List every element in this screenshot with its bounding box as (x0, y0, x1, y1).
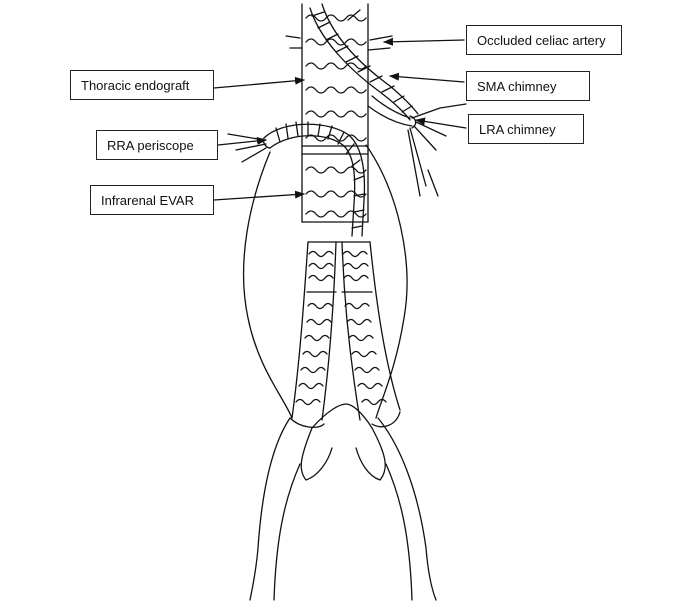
label-infrarenal-evar: Infrarenal EVAR (90, 185, 214, 215)
label-thoracic-endograft: Thoracic endograft (70, 70, 214, 100)
renal-branch-right-4 (409, 127, 427, 187)
left-iliac-outline (249, 417, 291, 601)
celiac-branch-1 (369, 35, 393, 41)
left-limb-outer (291, 241, 309, 419)
right-limb-end (371, 411, 401, 428)
right-limb-stent-rings (342, 250, 387, 406)
arrow-infrarenal-evar (213, 190, 305, 201)
left-limb-end (289, 417, 325, 429)
right-limb-outer (369, 241, 401, 411)
renal-branch-left-3 (241, 147, 267, 163)
renal-branch-left-2 (235, 143, 267, 151)
inner-left-iliac (300, 427, 333, 481)
left-limb-inner (321, 241, 337, 421)
arrow-thoracic-endograft (213, 76, 305, 89)
arrow-rra-periscope (217, 136, 267, 146)
celiac-branch-4 (285, 35, 301, 39)
label-lra-chimney: LRA chimney (468, 114, 584, 144)
arrow-occluded-celiac (383, 37, 465, 46)
aneurysm-sac-right (365, 144, 408, 419)
sma-chimney-rings (311, 11, 413, 113)
label-occluded-celiac: Occluded celiac artery (466, 25, 622, 55)
internal-iliac-left (273, 463, 301, 601)
label-rra-periscope: RRA periscope (96, 130, 218, 160)
rra-periscope-wall-b (269, 135, 356, 237)
renal-branch-right-1 (411, 103, 467, 119)
internal-iliac-right (385, 463, 413, 601)
renal-branch-right-5 (407, 129, 421, 197)
lra-chimney-wall-a (371, 95, 411, 119)
rra-periscope-rings (275, 121, 365, 229)
renal-branch-right-3 (413, 125, 437, 151)
renal-branch-left-1 (227, 133, 265, 141)
celiac-branch-2 (367, 47, 391, 51)
inner-right-iliac (355, 427, 386, 481)
endograft-stent-rings (305, 14, 367, 218)
right-limb-inner (341, 241, 361, 421)
right-iliac-outline (377, 417, 437, 601)
arrow-sma-chimney (389, 72, 465, 83)
celiac-branch-3 (347, 9, 361, 21)
rra-periscope-end (262, 137, 271, 149)
left-limb-stent-rings (295, 250, 334, 406)
sma-chimney-wall-b (321, 3, 419, 115)
lra-chimney-wall-b (367, 105, 413, 127)
arrow-lra-chimney (415, 117, 467, 129)
aneurysm-sac-left (242, 151, 293, 419)
iliac-bifurcation (311, 403, 373, 429)
renal-branch-right-6 (427, 169, 439, 197)
label-sma-chimney: SMA chimney (466, 71, 590, 101)
